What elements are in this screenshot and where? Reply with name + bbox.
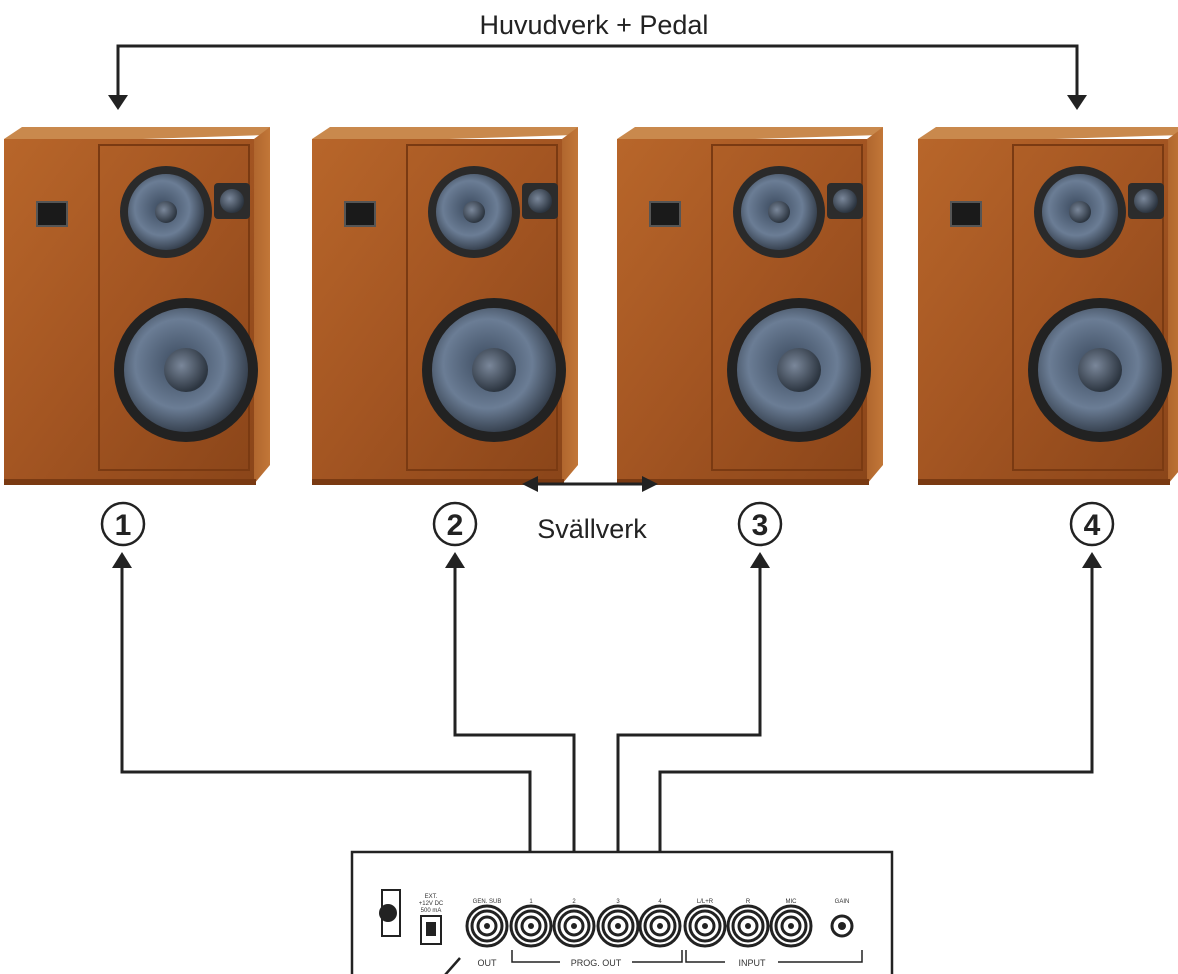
gen-sub-out-jack: [465, 904, 509, 948]
arrow-up-3: [750, 552, 770, 568]
gen-sub-label: GEN. SUB: [473, 899, 502, 905]
speaker-1: [3, 126, 271, 486]
wire-1: [120, 566, 532, 880]
speaker-number-3-text: 3: [752, 509, 769, 542]
ext-label-2: +12V DC: [419, 901, 444, 907]
input-lr-jack: [683, 904, 727, 948]
speaker-number-3: 3: [737, 501, 783, 547]
arrow-up-2: [445, 552, 465, 568]
top-label: Huvudverk + Pedal: [480, 10, 709, 40]
arrow-right-icon: [642, 476, 658, 492]
input-mic-jack: [769, 904, 813, 948]
gain-label: GAIN: [835, 899, 850, 905]
wire-4: [658, 566, 1094, 880]
input-label: INPUT: [739, 958, 767, 968]
ext-label-1: EXT.: [425, 894, 438, 900]
prog-out-1-jack: [509, 904, 553, 948]
arrow-up-1: [112, 552, 132, 568]
wire-3: [616, 566, 762, 880]
prog-out-label: PROG. OUT: [571, 958, 622, 968]
prog-label-1: 1: [529, 899, 533, 905]
ext-label-3: 500 mA: [421, 908, 442, 914]
input-label-lr: L/L+R: [697, 899, 714, 905]
speaker-4: [917, 126, 1178, 486]
wire-2: [453, 566, 576, 880]
speaker-number-1: 1: [100, 501, 146, 547]
arrow-left-icon: [522, 476, 538, 492]
arrow-to-speaker-4: [1067, 95, 1087, 110]
prog-label-3: 3: [616, 899, 620, 905]
power-switch-knob: [379, 904, 397, 922]
arrow-to-speaker-1: [108, 95, 128, 110]
speaker-3: [616, 126, 884, 486]
input-r-jack: [726, 904, 770, 948]
top-bracket-line: [116, 44, 1079, 100]
wires: [120, 566, 1094, 880]
speaker-number-4-text: 4: [1084, 509, 1101, 542]
prog-out-3-jack: [596, 904, 640, 948]
jack-row: [465, 904, 813, 948]
speaker-number-2: 2: [432, 501, 478, 547]
input-label-mic: MIC: [786, 899, 798, 905]
input-label-r: R: [746, 899, 751, 905]
out-label: OUT: [478, 958, 498, 968]
speaker-number-2-text: 2: [447, 509, 464, 542]
prog-out-2-jack: [552, 904, 596, 948]
speaker-number-1-text: 1: [115, 509, 132, 542]
arrow-up-4: [1082, 552, 1102, 568]
speaker-2: [311, 126, 579, 486]
middle-label: Svällverk: [537, 514, 647, 544]
prog-label-4: 4: [658, 899, 662, 905]
prog-label-2: 2: [572, 899, 576, 905]
prog-out-4-jack: [638, 904, 682, 948]
speaker-number-4: 4: [1069, 501, 1115, 547]
